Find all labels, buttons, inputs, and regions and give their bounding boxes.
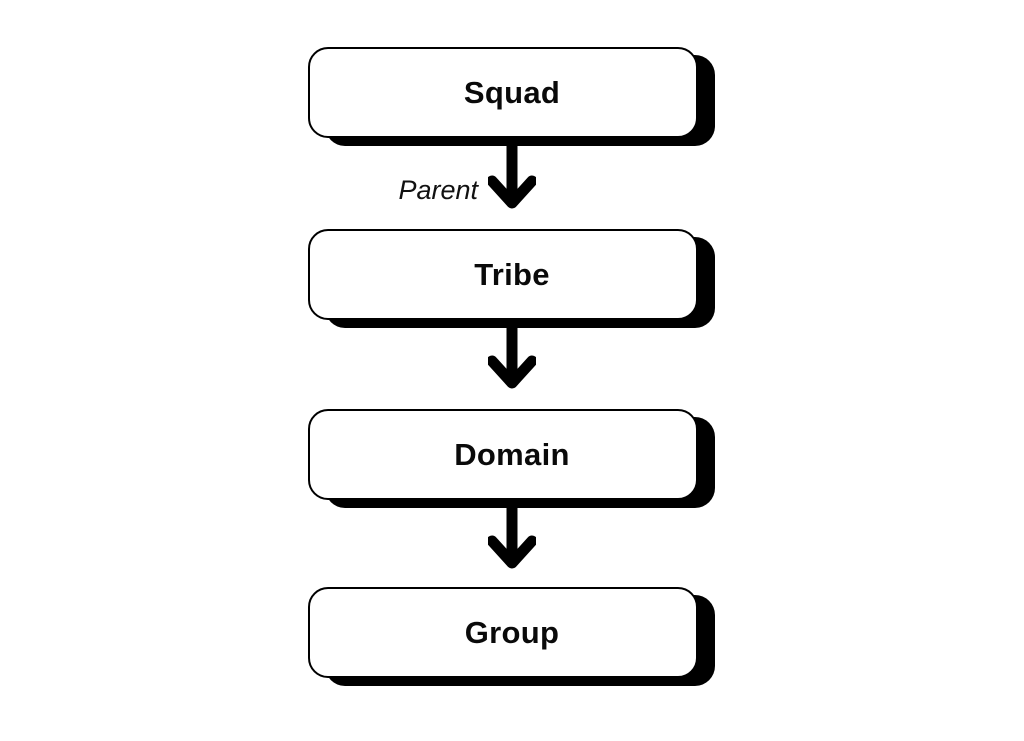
arrow-down-icon [488,319,536,395]
arrow-down-icon [488,499,536,575]
flow-node-group: Group [308,587,698,678]
flow-node-label: Tribe [474,256,550,292]
flow-node-squad: Squad [308,47,698,138]
arrow-down-icon [488,139,536,215]
flow-node-label: Group [464,614,560,650]
flow-node-label: Domain [454,436,570,472]
edge-label-parent: Parent [398,175,478,205]
flow-node-domain: Domain [308,409,698,500]
flow-node-label: Squad [463,74,561,110]
flow-node-tribe: Tribe [308,229,698,320]
